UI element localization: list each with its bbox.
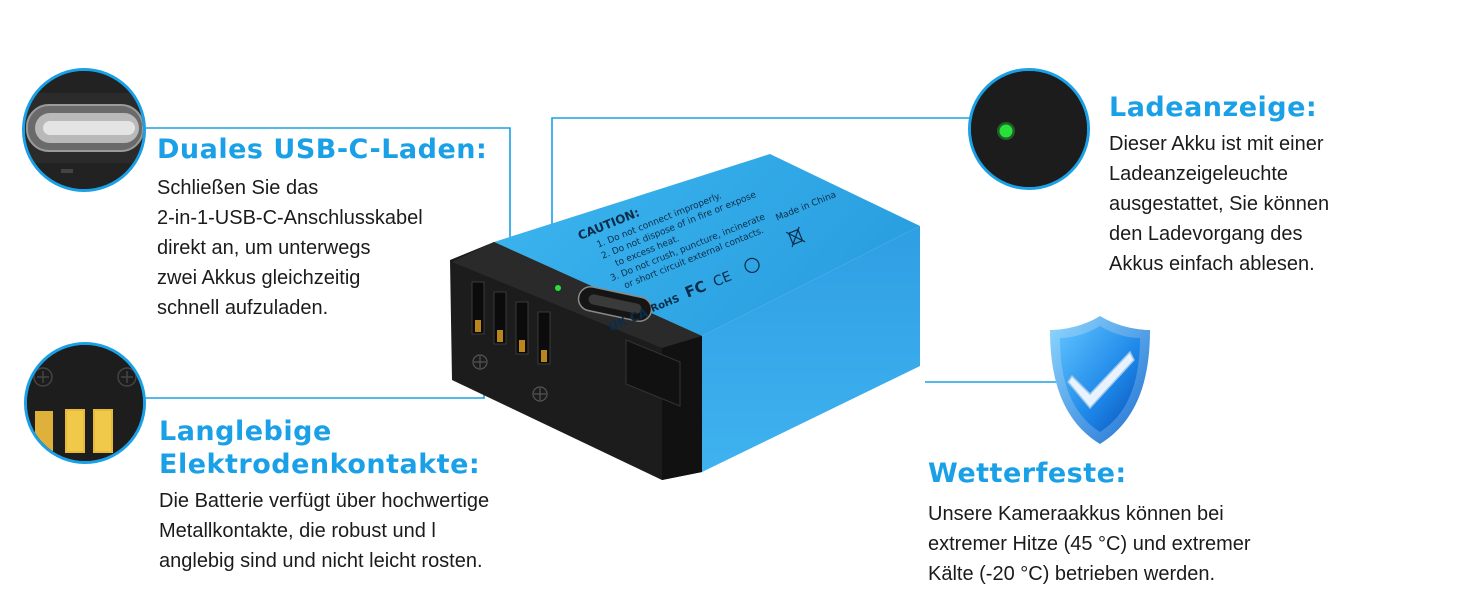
usb-line-4: zwei Akkus gleichzeitig — [157, 267, 361, 289]
weather-line-3: Kälte (-20 °C) betrieben werden. — [928, 563, 1216, 585]
weather-line-1: Unsere Kameraakkus können bei — [928, 503, 1224, 525]
weather-description: Unsere Kameraakkus können bei extremer H… — [928, 499, 1251, 589]
indicator-line-2: Ladeanzeigeleuchte — [1109, 163, 1289, 185]
gold-contacts-icon — [27, 345, 143, 461]
contacts-line-2: Metallkontakte, die robust und l — [159, 520, 436, 542]
bin-icon — [787, 228, 804, 246]
led-indicator-zoom — [968, 68, 1090, 190]
weather-title: Wetterfeste: — [928, 458, 1127, 489]
indicator-line-5: Akkus einfach ablesen. — [1109, 253, 1315, 275]
contacts-line-3: anglebig sind und nicht leicht rosten. — [159, 550, 483, 572]
usb-line-1: Schließen Sie das — [157, 177, 319, 199]
indicator-title: Ladeanzeige: — [1109, 92, 1318, 123]
camera-battery-image: CAUTION: 1. Do not connect improperly. 2… — [450, 154, 920, 480]
recycle-icon — [744, 257, 760, 274]
indicator-line-1: Dieser Akku ist mit einer — [1109, 133, 1324, 155]
contacts-zoom — [24, 342, 146, 464]
green-led-icon — [971, 71, 1087, 187]
indicator-description: Dieser Akku ist mit einer Ladeanzeigeleu… — [1109, 129, 1329, 279]
usb-line-2: 2-in-1-USB-C-Anschlusskabel — [157, 207, 423, 229]
indicator-line-4: den Ladevorgang des — [1109, 223, 1303, 245]
indicator-line-3: ausgestattet, Sie können — [1109, 193, 1330, 215]
usb-charging-title: Duales USB-C-Laden: — [157, 134, 488, 165]
usb-c-port-icon — [25, 71, 143, 189]
contacts-line-1: Die Batterie verfügt über hochwertige — [159, 490, 490, 512]
shield-check-icon — [1050, 316, 1150, 444]
usb-c-port-zoom — [22, 68, 146, 192]
usb-charging-description: Schließen Sie das 2-in-1-USB-C-Anschluss… — [157, 173, 423, 323]
contacts-description: Die Batterie verfügt über hochwertige Me… — [159, 486, 489, 576]
usb-line-3: direkt an, um unterwegs — [157, 237, 371, 259]
weather-line-2: extremer Hitze (45 °C) und extremer — [928, 533, 1251, 555]
contacts-title-line-1: Langlebige — [159, 416, 332, 447]
usb-line-5: schnell aufzuladen. — [157, 297, 329, 319]
contacts-title-line-2: Elektrodenkontakte: — [159, 449, 481, 480]
ce-mark: CE — [711, 269, 734, 291]
